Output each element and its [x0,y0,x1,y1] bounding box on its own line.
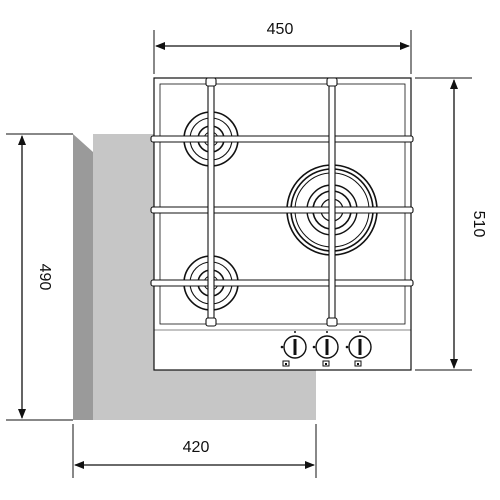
cutout-side-face [73,134,93,420]
knob-middle[interactable] [312,331,339,367]
knob-left[interactable] [280,331,307,367]
hob-width-label: 450 [267,21,294,38]
cutout-depth-label: 490 [36,264,53,291]
pan-support-grate [150,79,414,325]
dimension-hob-depth: 510 [415,77,487,371]
hob [150,77,414,371]
cutout-width-label: 420 [183,439,210,456]
hob-inner-outline [159,83,406,325]
knob-right[interactable] [345,331,372,367]
dimension-cutout-width: 420 [72,424,317,478]
hob-depth-label: 510 [470,211,487,238]
hob-glass-outline [153,77,412,371]
dimension-hob-width: 450 [153,21,412,74]
dimension-cutout-depth: 490 [6,133,73,421]
grate-feet [205,77,338,327]
